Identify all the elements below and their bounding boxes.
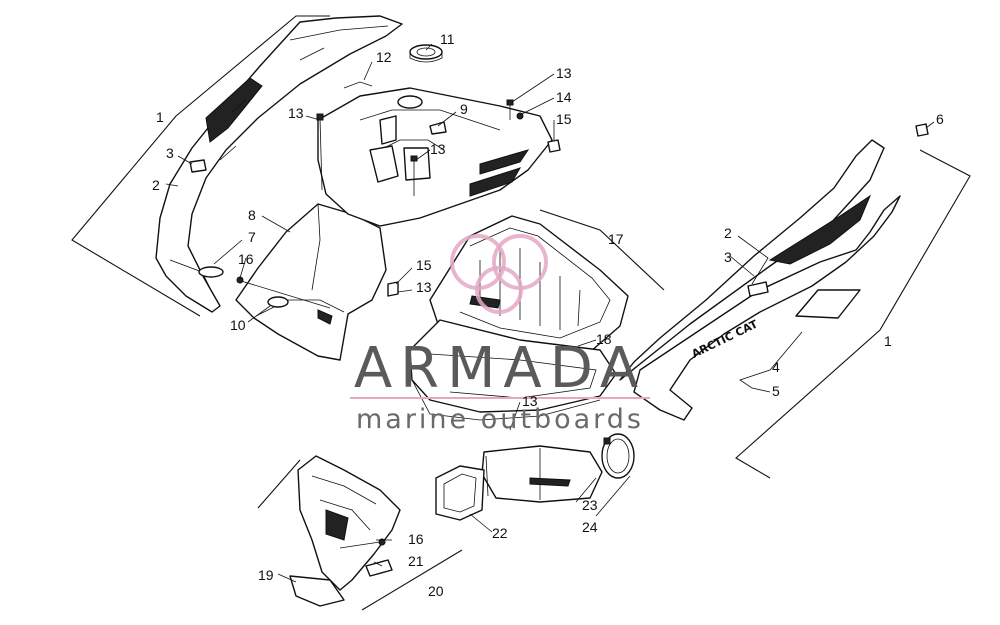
- callout-20: 20: [428, 583, 444, 599]
- left-side-panel: [155, 15, 403, 313]
- right-panel-leader: [735, 149, 971, 479]
- right-decal-4: [795, 289, 861, 319]
- callout-labels: 1 3 2 7 16 10 8 13 12 11 9 13 13 14 15 6…: [152, 31, 944, 599]
- grommet-11: [409, 44, 443, 63]
- watermark-subtitle: marine outboards: [356, 404, 644, 435]
- callout-8: 8: [248, 207, 256, 223]
- intake-duct: [481, 445, 603, 503]
- left-decal-3: [189, 159, 207, 173]
- left-panel-leader: [71, 15, 330, 317]
- callout-3-right: 3: [724, 249, 732, 265]
- lower-tray: [409, 319, 617, 421]
- callout-6: 6: [936, 111, 944, 127]
- upper-dash: [317, 87, 553, 227]
- callout-13-lower: 13: [522, 393, 538, 409]
- watermark-title: ARMADA: [354, 336, 646, 401]
- callout-13-top: 13: [556, 65, 572, 81]
- callout-14: 14: [556, 89, 572, 105]
- grommet-lower: [397, 95, 423, 109]
- callout-13-mid: 13: [416, 279, 432, 295]
- callout-22: 22: [492, 525, 508, 541]
- callout-23: 23: [582, 497, 598, 513]
- callout-5: 5: [772, 383, 780, 399]
- watermark: ARMADA marine outboards: [350, 234, 650, 435]
- callout-3-left: 3: [166, 145, 174, 161]
- callout-7: 7: [248, 229, 256, 245]
- callout-11: 11: [440, 31, 455, 47]
- hardware: [236, 81, 561, 309]
- callout-13-hood: 13: [288, 105, 304, 121]
- callout-1-left: 1: [156, 109, 164, 125]
- front-hood: [235, 203, 387, 361]
- bumper-decal-21: [365, 559, 393, 577]
- callout-17: 17: [608, 231, 624, 247]
- callout-13-dash: 13: [430, 141, 446, 157]
- callout-19: 19: [258, 567, 274, 583]
- lower-panel-19: [289, 575, 345, 607]
- callout-24: 24: [582, 519, 598, 535]
- right-side-panel: ARCTIC CAT: [619, 123, 929, 421]
- callout-1-right: 1: [884, 333, 892, 349]
- callout-16-left: 16: [238, 251, 254, 267]
- callout-2-left: 2: [152, 177, 160, 193]
- callout-16-lower: 16: [408, 531, 424, 547]
- lower-bumper: [289, 455, 401, 607]
- callout-10: 10: [230, 317, 246, 333]
- callout-9: 9: [460, 101, 468, 117]
- hood-emblem-10: [267, 296, 289, 308]
- right-decal-3: [747, 281, 769, 297]
- bumper-leader: [257, 459, 463, 611]
- air-box-leader: [539, 209, 665, 291]
- callout-2-right: 2: [724, 225, 732, 241]
- decal-oval-7: [198, 266, 224, 278]
- callout-15-mid: 15: [416, 257, 432, 273]
- hose-clamp: [601, 433, 635, 479]
- callout-4: 4: [772, 359, 780, 375]
- duct-gasket: [435, 465, 485, 521]
- callout-15-top: 15: [556, 111, 572, 127]
- leader-lines: [165, 43, 935, 583]
- callout-12: 12: [376, 49, 392, 65]
- callout-21: 21: [408, 553, 424, 569]
- callout-18: 18: [596, 331, 612, 347]
